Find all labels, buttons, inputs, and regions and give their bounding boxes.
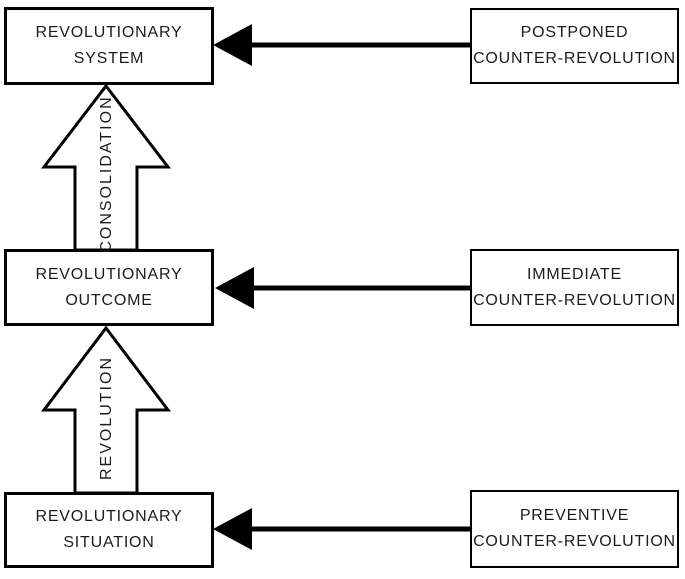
box-revolutionary-situation: REVOLUTIONARY SITUATION (4, 492, 214, 568)
box-label: POSTPONED COUNTER-REVOLUTION (473, 24, 676, 67)
box-postponed-counter-revolution: POSTPONED COUNTER-REVOLUTION (470, 8, 679, 84)
counter-arrow-preventive (213, 508, 471, 550)
process-arrow-revolution-label: REVOLUTION (98, 355, 115, 481)
counter-arrow-postponed (213, 24, 471, 66)
box-label: IMMEDIATE COUNTER-REVOLUTION (473, 265, 676, 309)
arrowhead-left-icon (215, 267, 254, 309)
process-arrow-consolidation-label: CONSOLIDATION (98, 95, 115, 253)
box-revolutionary-outcome: REVOLUTIONARY OUTCOME (4, 249, 214, 326)
counter-arrow-immediate (215, 267, 471, 309)
arrowhead-left-icon (213, 508, 252, 550)
box-revolutionary-system: REVOLUTIONARY SYSTEM (4, 7, 214, 85)
box-preventive-counter-revolution: PREVENTIVE COUNTER-REVOLUTION (470, 490, 679, 568)
box-label: REVOLUTIONARY SYSTEM (35, 24, 183, 67)
box-immediate-counter-revolution: IMMEDIATE COUNTER-REVOLUTION (470, 249, 679, 326)
box-label: REVOLUTIONARY OUTCOME (35, 265, 183, 309)
box-label: REVOLUTIONARY SITUATION (35, 508, 183, 551)
arrowhead-left-icon (213, 24, 252, 66)
box-label: PREVENTIVE COUNTER-REVOLUTION (473, 507, 676, 550)
